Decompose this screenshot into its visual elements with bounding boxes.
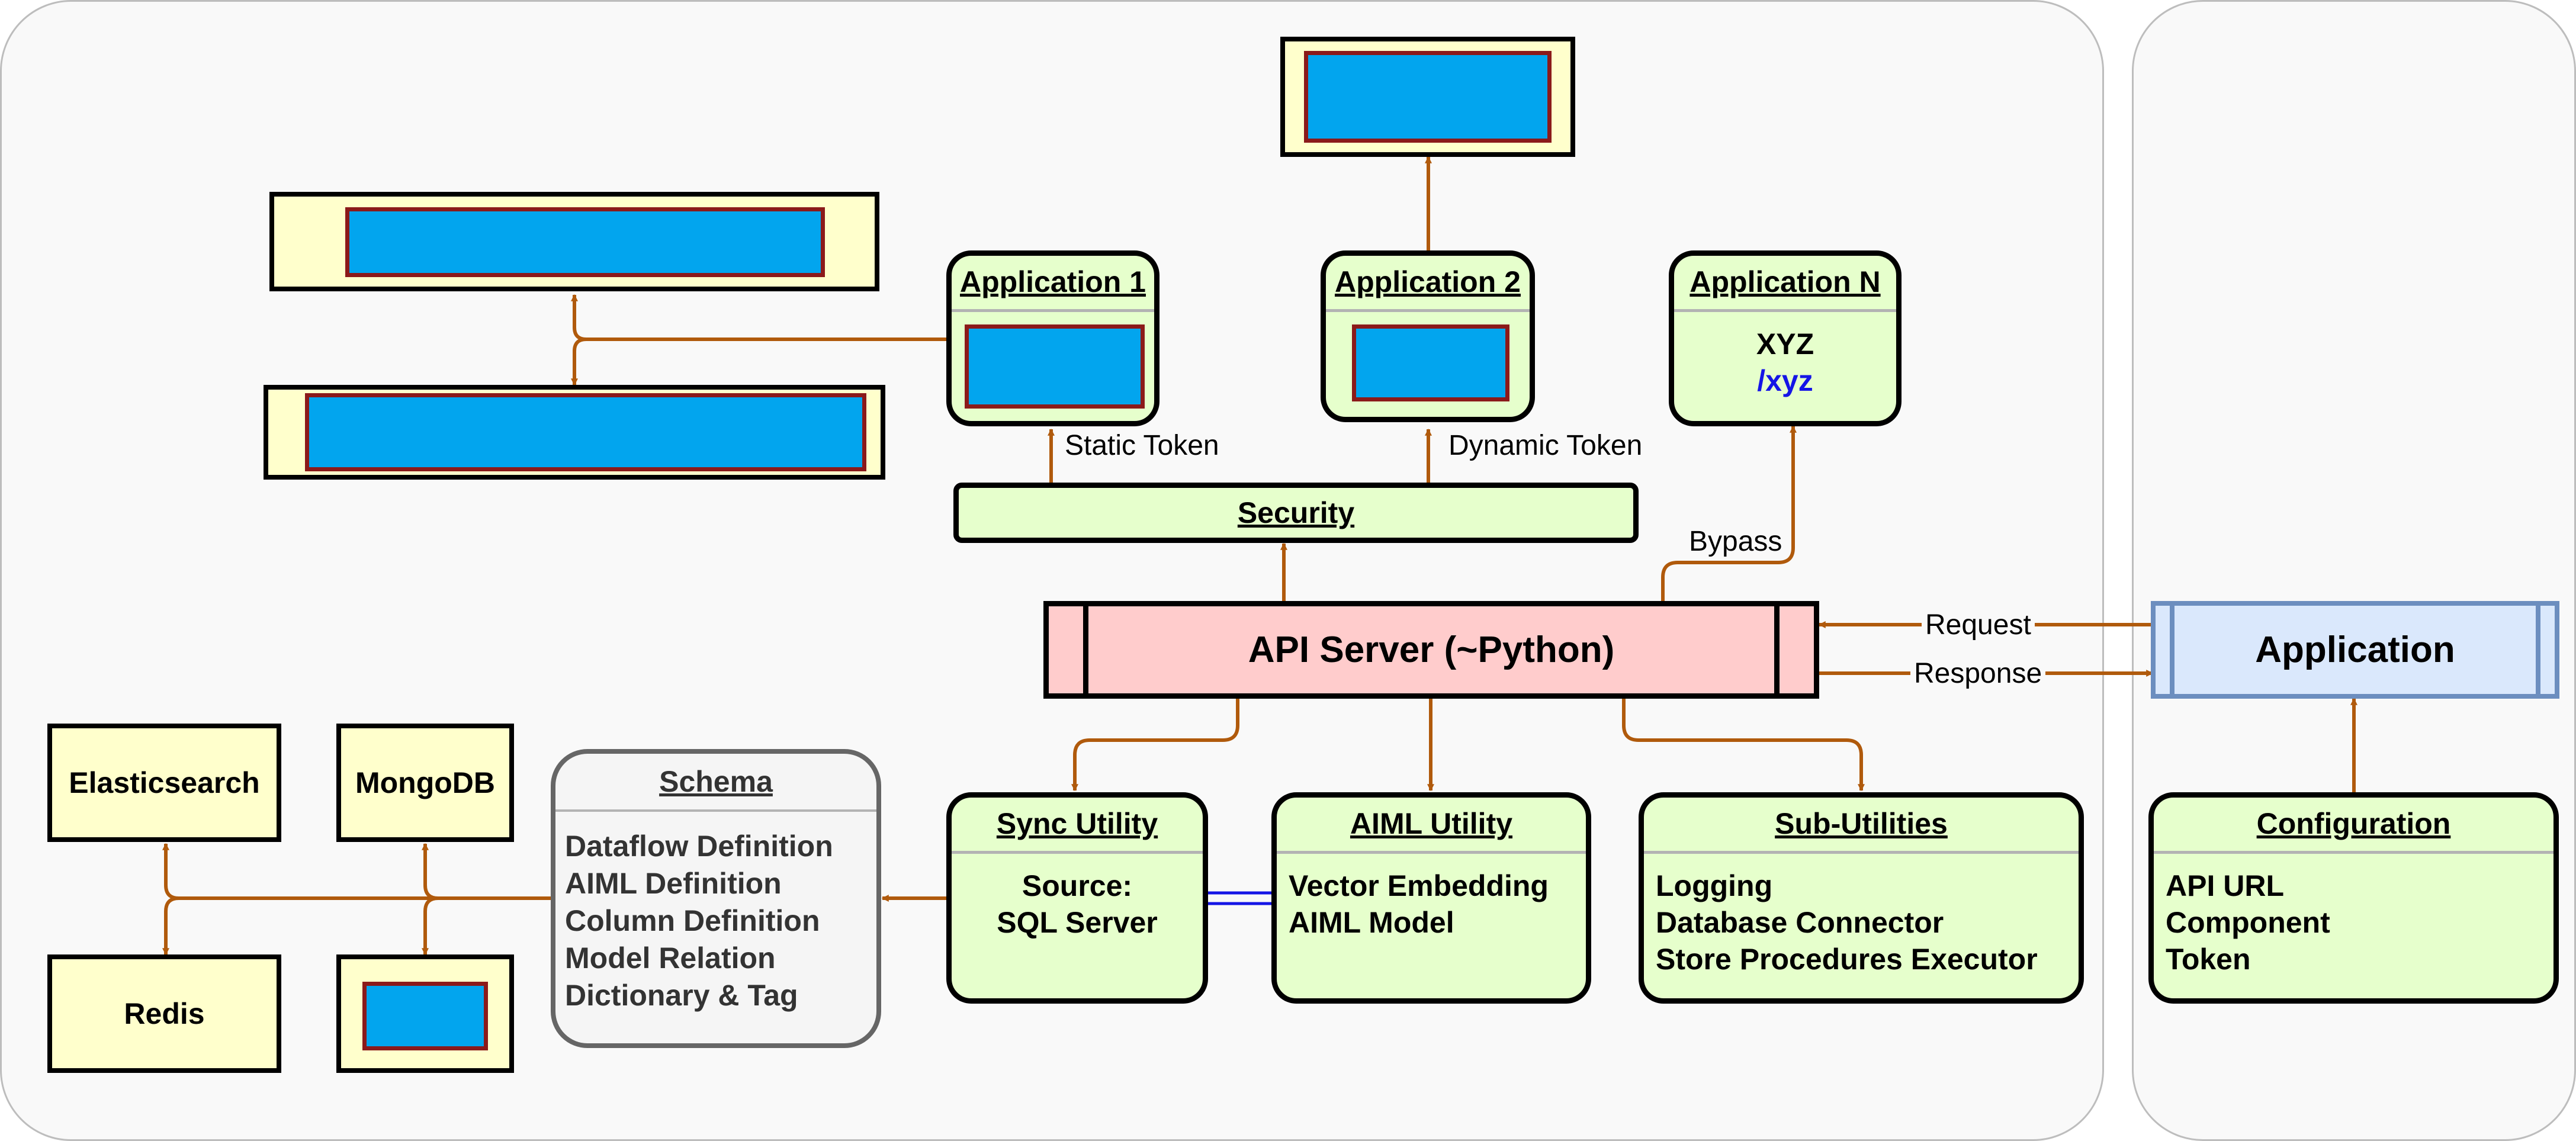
app1-to-images-link <box>571 294 946 341</box>
configuration-card: Configuration API URL Component Token <box>2148 792 2559 1004</box>
sub-utility-item: Store Procedures Executor <box>1656 943 2038 976</box>
dynamic-token-label: Dynamic Token <box>1448 430 1643 461</box>
schema-item: Dataflow Definition <box>565 830 833 863</box>
application-n-card: Application N XYZ /xyz <box>1669 250 1902 426</box>
sync-utility-title: Sync Utility <box>996 807 1158 840</box>
schema-item: AIML Definition <box>565 867 782 900</box>
sub-utility-item: Database Connector <box>1656 906 1944 939</box>
sync-source-value: SQL Server <box>997 906 1158 939</box>
header-divider <box>952 851 1203 854</box>
static-token-label: Static Token <box>1065 430 1219 461</box>
application-n-name: XYZ <box>1756 327 1814 361</box>
application-1-title: Application 1 <box>960 265 1146 298</box>
image-placeholder <box>345 207 825 277</box>
schema-card: Schema Dataflow Definition AIML Definiti… <box>551 749 881 1048</box>
image-placeholder <box>1304 51 1552 143</box>
header-divider <box>952 309 1154 312</box>
image-box-top <box>1280 37 1575 157</box>
request-label: Request <box>1922 609 2035 641</box>
elasticsearch-box: Elasticsearch <box>47 724 281 842</box>
aiml-utility-card: AIML Utility Vector Embedding AIML Model <box>1271 792 1591 1004</box>
application-n-title: Application N <box>1690 265 1881 298</box>
schema-to-stores-link <box>162 843 551 900</box>
config-item: Token <box>2166 943 2251 976</box>
image-placeholder <box>1352 324 1509 401</box>
bypass-label: Bypass <box>1689 526 1782 557</box>
header-divider <box>1644 851 2079 854</box>
api-to-sync-link <box>1071 699 1239 792</box>
mongodb-label: MongoDB <box>355 766 496 799</box>
config-item: Component <box>2166 906 2330 939</box>
sync-source-label: Source: <box>1022 869 1133 902</box>
aiml-item: AIML Model <box>1289 906 1454 939</box>
security-title: Security <box>1237 496 1355 529</box>
header-divider <box>555 809 876 812</box>
application-n-path: /xyz <box>1757 364 1813 397</box>
security-box: Security <box>953 483 1639 543</box>
image-placeholder <box>305 393 866 471</box>
configuration-title: Configuration <box>2256 807 2451 840</box>
header-divider <box>1674 309 1896 312</box>
sub-utilities-title: Sub-Utilities <box>1775 807 1948 840</box>
image-placeholder <box>362 982 488 1050</box>
api-server-right-bar <box>1774 606 1780 693</box>
api-server-box: API Server (~Python) <box>1043 601 1819 699</box>
schema-item: Column Definition <box>565 904 820 937</box>
aiml-utility-title: AIML Utility <box>1350 807 1513 840</box>
mongodb-box: MongoDB <box>336 724 514 842</box>
redis-box: Redis <box>47 954 281 1073</box>
image-box-upper-left <box>269 192 879 291</box>
api-to-sub-link <box>1622 699 1865 792</box>
schema-item: Model Relation <box>565 941 776 975</box>
image-box-lower-left <box>264 385 885 480</box>
schema-item: Dictionary & Tag <box>565 979 798 1012</box>
api-server-left-bar <box>1083 606 1088 693</box>
client-right-bar <box>2536 606 2540 694</box>
sync-utility-card: Sync Utility Source: SQL Server <box>946 792 1208 1004</box>
application-2-title: Application 2 <box>1335 265 1521 298</box>
header-divider <box>1326 309 1530 312</box>
bypass-link <box>1661 425 1797 601</box>
client-application-box: Application <box>2151 601 2559 699</box>
sub-utility-item: Logging <box>1656 869 1773 902</box>
redis-label: Redis <box>124 997 205 1030</box>
aiml-item: Vector Embedding <box>1289 869 1549 902</box>
elasticsearch-label: Elasticsearch <box>69 766 260 799</box>
application-1-card: Application 1 <box>946 250 1159 426</box>
config-item: API URL <box>2166 869 2284 902</box>
image-store-box <box>336 954 514 1073</box>
sync-aiml-link <box>1208 891 1271 905</box>
image-placeholder <box>965 324 1145 409</box>
client-application-title: Application <box>2255 629 2455 670</box>
application-2-card: Application 2 <box>1321 250 1535 422</box>
sub-utilities-card: Sub-Utilities Logging Database Connector… <box>1639 792 2084 1004</box>
client-left-bar <box>2170 606 2174 694</box>
api-server-title: API Server (~Python) <box>1248 629 1615 670</box>
header-divider <box>1277 851 1586 854</box>
schema-title: Schema <box>659 765 773 798</box>
header-divider <box>2154 851 2553 854</box>
response-label: Response <box>1910 657 2046 690</box>
